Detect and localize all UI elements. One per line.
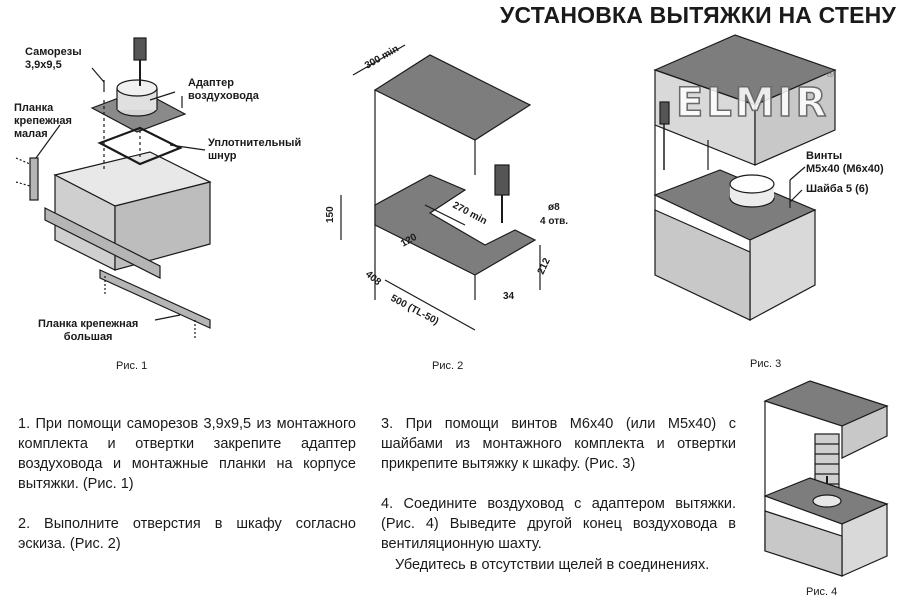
figure-2-drawing: 300 min 150 270 min ø8 4 отв. 120 408 50… (325, 43, 568, 331)
watermark-registered: ® (826, 68, 835, 80)
caption-fig-3: Рис. 3 (750, 358, 782, 370)
label-washer: Шайба 5 (6) (806, 183, 869, 196)
caption-fig-2: Рис. 2 (432, 360, 464, 372)
label-seal: Уплотнительный шнур (208, 137, 301, 163)
caption-fig-1: Рис. 1 (116, 360, 148, 372)
watermark: ELMIR (675, 79, 830, 127)
dim-34: 34 (503, 291, 515, 302)
instruction-step-3: 3. При помощи винтов М6х40 (или М5х40) с… (381, 416, 736, 472)
dim-408: 408 (363, 269, 383, 288)
label-screws-text: Саморезы 3,9х9,5 (25, 46, 82, 71)
figure-1 (0, 30, 290, 360)
label-screws: Саморезы 3,9х9,5 (25, 46, 82, 72)
dim-212: 212 (536, 256, 553, 276)
figure-3 (640, 30, 902, 330)
figure-2: 300 min 150 270 min ø8 4 отв. 120 408 50… (305, 35, 595, 355)
dim-500: 500 (TL-50) (389, 293, 441, 327)
label-adapter-text: Адаптер воздуховода (188, 77, 259, 102)
page-title: УСТАНОВКА ВЫТЯЖКИ НА СТЕНУ (499, 2, 896, 28)
label-strip-large: Планка крепежная большая (38, 318, 138, 344)
figure-3-drawing (653, 34, 837, 322)
dim-holes: 4 отв. (540, 216, 568, 227)
label-strip-large-text: Планка крепежная большая (38, 318, 139, 343)
caption-fig-4: Рис. 4 (806, 586, 838, 598)
label-screws-m5-text: Винты M5x40 (M6x40) (806, 150, 884, 175)
dim-d8: ø8 (548, 202, 560, 213)
dim-270: 270 min (451, 200, 489, 227)
label-screws-m5: Винты M5x40 (M6x40) (806, 150, 884, 176)
instruction-step-1: 1. При помощи саморезов 3,9х9,5 из монта… (18, 416, 356, 492)
instruction-note: Убедитесь в отсутствии щелей в соединени… (395, 557, 710, 573)
figure-4-drawing (763, 380, 889, 577)
instruction-step-2: 2. Выполните отверстия в шкафу согласно … (18, 516, 356, 552)
label-washer-text: Шайба 5 (6) (806, 183, 869, 195)
label-strip-small: Планка крепежная малая (14, 102, 72, 141)
label-adapter: Адаптер воздуховода (188, 77, 259, 103)
label-seal-text: Уплотнительный шнур (208, 137, 302, 162)
figure-4 (755, 376, 895, 581)
label-strip-small-text: Планка крепежная малая (14, 102, 72, 140)
instruction-step-4: 4. Соедините воздуховод с адаптером вытя… (381, 496, 736, 552)
figure-1-drawing (15, 37, 212, 340)
dim-300: 300 min (363, 43, 401, 71)
dim-150: 150 (325, 206, 336, 223)
